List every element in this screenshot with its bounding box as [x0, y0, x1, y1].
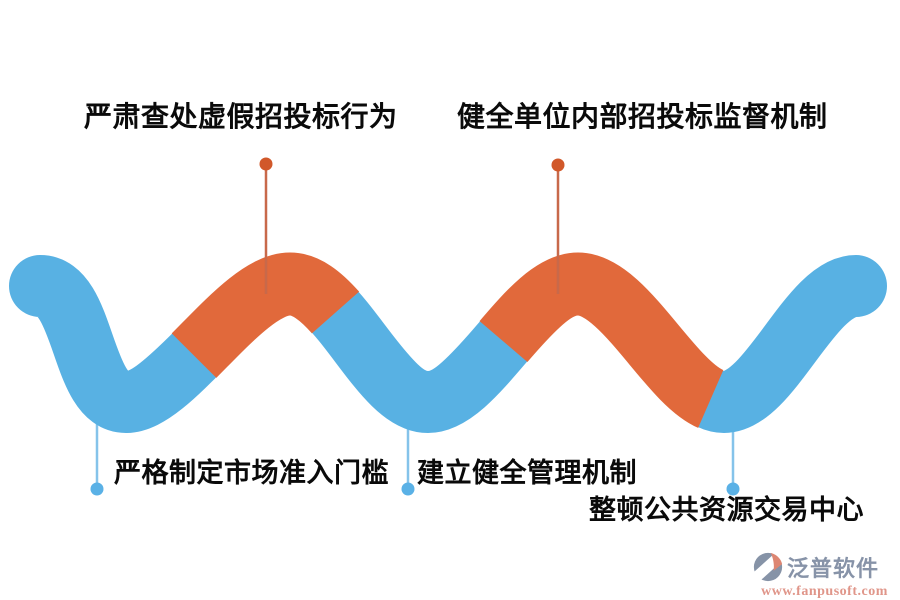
wave-path-blue: [9, 252, 887, 434]
label-bottom-2: 建立健全管理机制: [417, 458, 637, 488]
label-bottom-3: 整顿公共资源交易中心: [589, 495, 864, 525]
connector-dot-bottom-2: [401, 482, 415, 496]
connector-dot-bottom-1: [90, 482, 104, 496]
fanpu-logo-icon: [752, 551, 784, 583]
label-top-2: 健全单位内部招投标监督机制: [457, 101, 828, 132]
connector-dot-bottom-3: [726, 482, 740, 496]
label-bottom-1: 严格制定市场准入门槛: [114, 458, 389, 488]
connector-dot-top-2: [551, 158, 565, 172]
connector-dot-top-1: [259, 157, 273, 171]
brand-logo: 泛普软件 www.fanpusoft.com: [752, 551, 897, 600]
label-top-1: 严肃查处虚假招投标行为: [84, 101, 398, 132]
brand-name: 泛普软件: [787, 556, 880, 581]
brand-url: www.fanpusoft.com: [761, 584, 888, 599]
